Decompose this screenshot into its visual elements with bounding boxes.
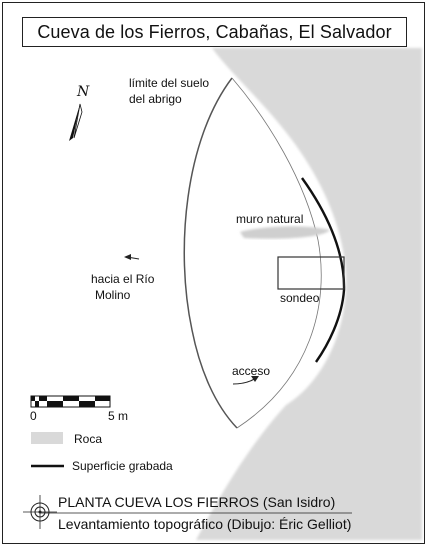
- rock-area: [196, 48, 422, 540]
- label-sondeo: sondeo: [280, 291, 320, 305]
- label-limite-line2: del abrigo: [129, 92, 182, 106]
- label-acceso: acceso: [232, 364, 271, 378]
- north-label: N: [77, 84, 90, 100]
- scale-end-label: 5 m: [108, 409, 129, 423]
- scale-bar: [30, 395, 111, 408]
- legend-engraved-label: Superficie grabada: [72, 459, 173, 473]
- legend-rock-swatch: [31, 432, 63, 444]
- north-arrow-icon: [69, 103, 83, 141]
- label-rio-line1: hacia el Río: [91, 272, 155, 286]
- access-arrow-icon: [232, 376, 259, 385]
- rock-edge-line: [231, 77, 322, 429]
- legend-rock-label: Roca: [74, 432, 103, 446]
- map-title: Cueva de los Fierros, Cabañas, El Salvad…: [22, 17, 407, 47]
- natural-wall: [240, 226, 330, 239]
- test-pit-rect: [277, 256, 345, 290]
- compass-rose-icon: [23, 495, 57, 529]
- scale-start-label: 0: [30, 409, 37, 423]
- direction-arrow-icon: [124, 254, 140, 260]
- label-muro-natural: muro natural: [236, 212, 304, 226]
- footer-plan-title: PLANTA CUEVA LOS FIERROS (San Isidro): [58, 494, 336, 510]
- shelter-floor-limit-line: [183, 77, 238, 429]
- label-rio-line2: Molino: [95, 288, 131, 302]
- footer-credit: Levantamiento topográfico (Dibujo: Éric …: [58, 516, 352, 532]
- label-limite-line1: límite del suelo: [129, 76, 210, 90]
